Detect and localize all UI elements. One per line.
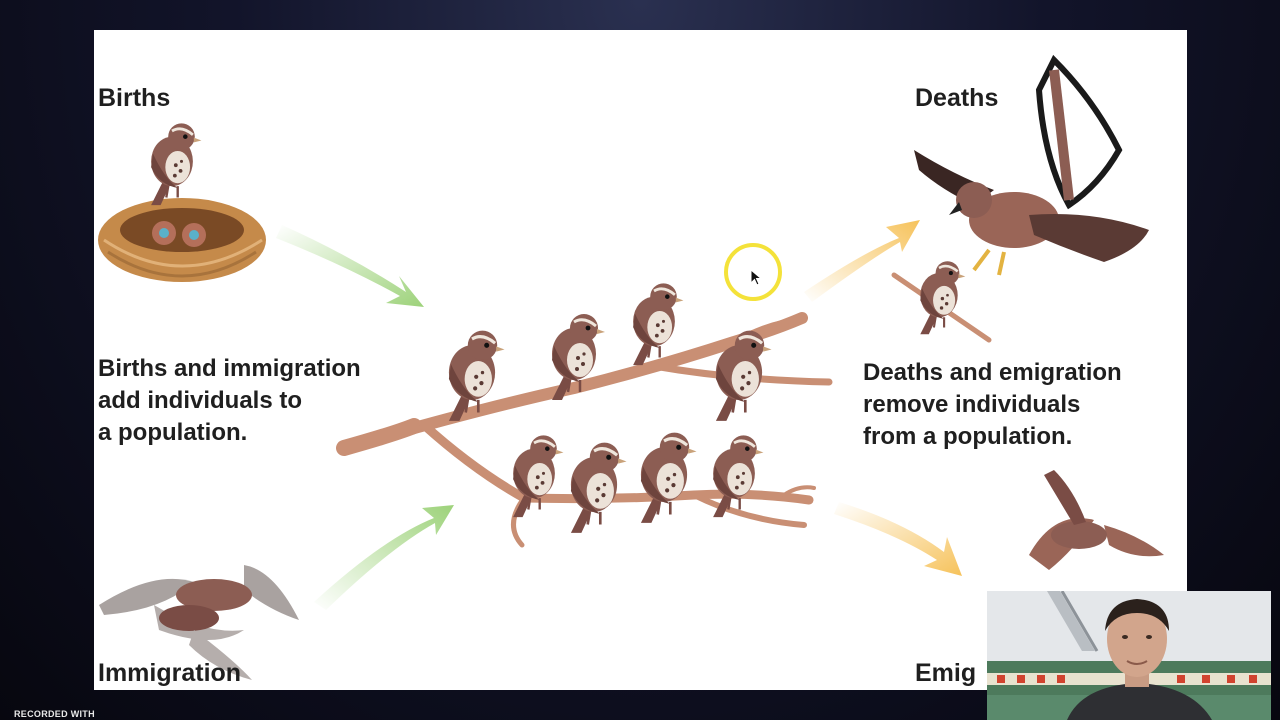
immigration-arrow bbox=[314, 505, 454, 610]
webcam-scene bbox=[987, 591, 1271, 720]
births-arrow bbox=[276, 225, 424, 307]
immigrating-birds bbox=[99, 565, 299, 680]
recorder-watermark: RECORDED WITH bbox=[14, 709, 95, 719]
webcam-overlay bbox=[987, 591, 1271, 720]
hawk-attack bbox=[891, 54, 1149, 343]
emigration-label: Emig bbox=[915, 659, 977, 687]
immigration-label: Immigration bbox=[98, 659, 242, 687]
deaths-label: Deaths bbox=[915, 84, 999, 112]
mouse-pointer-icon bbox=[750, 269, 763, 286]
emigration-arrow bbox=[834, 502, 962, 576]
deaths-arrow bbox=[804, 220, 920, 302]
right-caption: Deaths and emigration remove individuals… bbox=[863, 359, 1122, 450]
population-illustration bbox=[98, 54, 1164, 680]
left-caption: Births and immigration add individuals t… bbox=[98, 355, 361, 446]
presentation-slide: Births Deaths Immigration Emig Births an… bbox=[94, 30, 1187, 690]
cursor-highlight bbox=[724, 243, 782, 301]
births-label: Births bbox=[98, 84, 171, 112]
emigrating-bird bbox=[1029, 470, 1164, 570]
nest-with-bird bbox=[98, 121, 266, 282]
